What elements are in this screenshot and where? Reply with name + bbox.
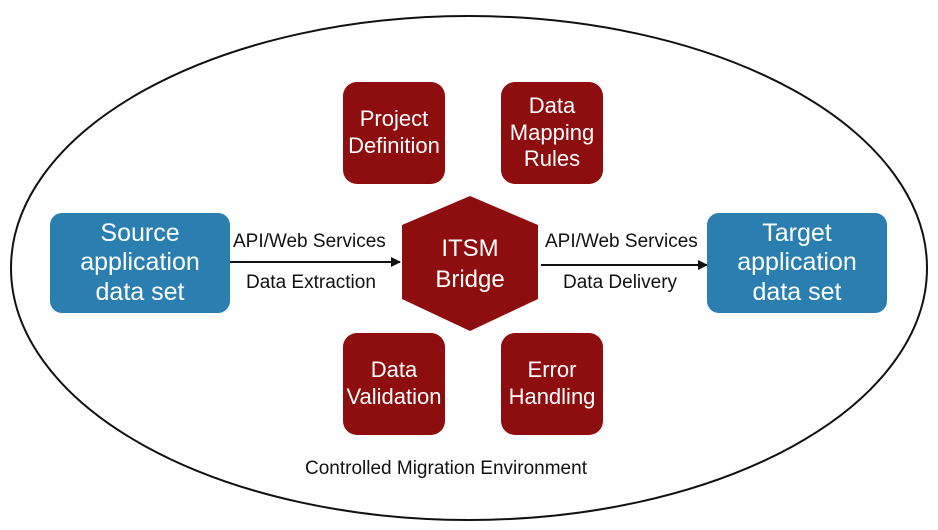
right-link-bottom-label: Data Delivery	[563, 272, 678, 293]
target-line1: Target	[762, 218, 832, 247]
error-handling-line2: Handling	[508, 384, 596, 409]
source-application-node: Source application data set	[50, 213, 230, 313]
data-mapping-rules-line3: Rules	[523, 146, 581, 172]
data-mapping-rules-node: Data Mapping Rules	[501, 82, 603, 184]
target-application-node: Target application data set	[707, 213, 887, 313]
error-handling-line1: Error	[527, 357, 577, 383]
left-link-bottom-label: Data Extraction	[246, 272, 376, 293]
environment-boundary	[10, 15, 928, 521]
left-link-top-label: API/Web Services	[233, 231, 386, 252]
itsm-bridge-line2: Bridge	[435, 266, 505, 293]
project-definition-line2: Definition	[348, 133, 440, 158]
itsm-bridge-hexagon	[402, 196, 538, 331]
project-definition-line1: Project	[359, 106, 429, 132]
source-line2: application	[80, 248, 200, 277]
project-definition-node: Project Definition	[343, 82, 445, 184]
data-validation-line1: Data	[370, 357, 418, 383]
data-mapping-rules-line2: Mapping	[509, 119, 595, 145]
environment-label: Controlled Migration Environment	[305, 458, 587, 479]
data-validation-node: Data Validation	[343, 333, 445, 435]
source-line3: data set	[95, 277, 185, 306]
target-line3: data set	[752, 277, 842, 306]
data-validation-line2: Validation	[346, 384, 442, 409]
error-handling-node: Error Handling	[501, 333, 603, 435]
itsm-bridge-line1: ITSM	[441, 234, 499, 262]
data-mapping-rules-line1: Data	[528, 92, 576, 118]
itsm-bridge-node: ITSM Bridge	[405, 200, 535, 328]
right-link-top-label: API/Web Services	[545, 231, 698, 252]
source-line1: Source	[100, 218, 180, 247]
target-line2: application	[737, 248, 857, 277]
